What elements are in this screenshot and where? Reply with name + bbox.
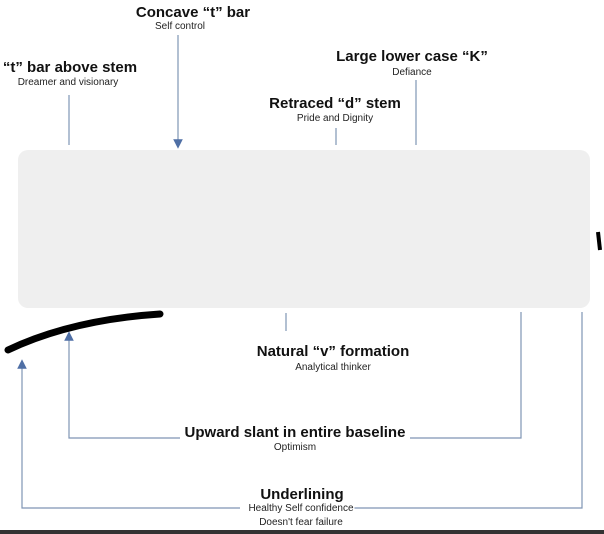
label-title: Large lower case “K” — [336, 48, 488, 65]
label-title: Concave “t” bar — [135, 4, 251, 21]
label-title: “t” bar above stem — [2, 59, 138, 76]
ink-stroke — [4, 310, 164, 354]
label-sub: Dreamer and visionary — [17, 77, 119, 88]
arrow-underlining — [17, 359, 240, 509]
label-sub: Doesn't fear failure — [259, 517, 343, 528]
label-sub: Pride and Dignity — [296, 113, 374, 124]
arrow-upward-slant — [64, 331, 180, 439]
label-sub: Self control — [154, 21, 206, 32]
label-title: Upward slant in entire baseline — [182, 424, 408, 441]
label-title: Underlining — [260, 486, 344, 503]
label-sub: Analytical thinker — [295, 362, 371, 373]
label-title: Natural “v” formation — [256, 343, 410, 360]
frame-shadow — [0, 530, 604, 534]
connector-upward-slant-right — [410, 312, 522, 439]
handwriting-sample-area — [18, 150, 590, 308]
label-title: Retraced “d” stem — [269, 95, 401, 112]
connector-underlining-right — [350, 312, 583, 509]
ink-mark — [596, 231, 602, 251]
label-sub: Optimism — [273, 442, 317, 453]
label-sub: Defiance — [392, 67, 432, 78]
label-sub: Healthy Self confidence — [247, 503, 355, 514]
